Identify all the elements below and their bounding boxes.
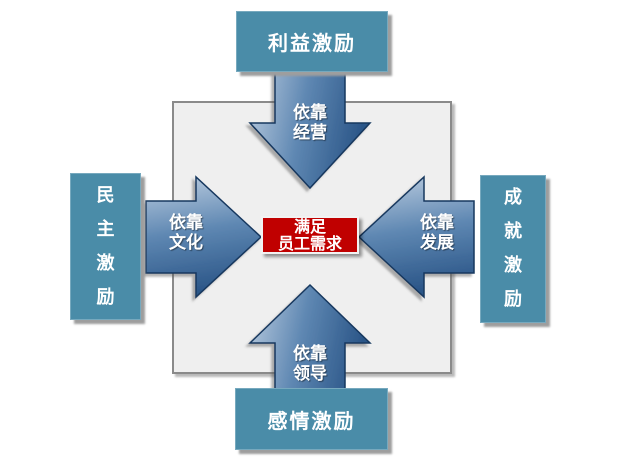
arrow-right-icon	[145, 175, 263, 299]
box-achievement-incentive: 成就激励	[480, 175, 546, 323]
box-achievement-incentive-label: 成就激励	[504, 187, 522, 310]
box-emotion-incentive-label: 感情激励	[267, 408, 356, 433]
center-goal-box: 满足 员工需求	[261, 216, 359, 254]
center-goal-line1: 满足	[293, 217, 326, 236]
arrow-up-icon	[248, 283, 372, 401]
box-benefit-incentive: 利益激励	[236, 11, 388, 72]
box-democracy-incentive-label: 民主激励	[96, 184, 115, 308]
arrow-left-icon	[357, 175, 475, 299]
box-democracy-incentive: 民主激励	[70, 173, 141, 320]
arrow-down-icon	[248, 63, 372, 190]
box-benefit-incentive-label: 利益激励	[268, 31, 356, 55]
box-emotion-incentive: 感情激励	[235, 388, 388, 450]
center-goal-line2: 员工需求	[277, 234, 342, 253]
